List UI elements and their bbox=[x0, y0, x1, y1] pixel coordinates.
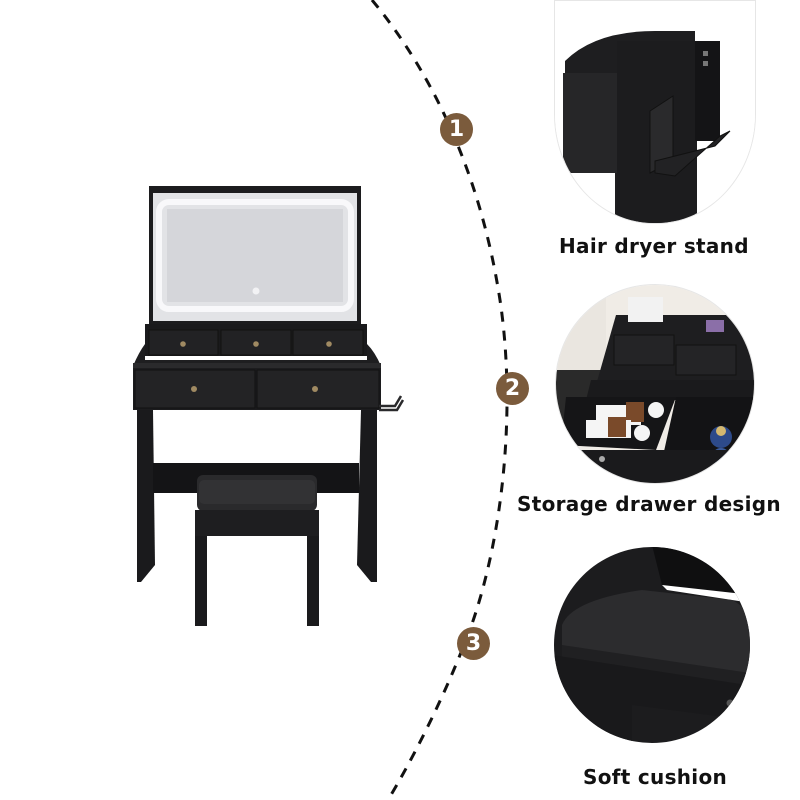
hair-dryer-hook bbox=[379, 395, 405, 412]
hair-dryer-stand-closeup bbox=[554, 0, 756, 224]
feature-caption-2: Storage drawer design bbox=[517, 492, 781, 516]
feature-badge-2: 2 bbox=[496, 372, 529, 405]
feature-caption-3: Soft cushion bbox=[583, 765, 728, 789]
led-ring bbox=[156, 199, 354, 312]
vanity-desk-illustration bbox=[133, 186, 405, 626]
storage-drawer-closeup bbox=[555, 284, 755, 484]
feature-badge-1: 1 bbox=[440, 113, 473, 146]
feature-caption-1: Hair dryer stand bbox=[559, 234, 749, 258]
soft-cushion-closeup bbox=[552, 545, 752, 745]
feature-badge-3: 3 bbox=[457, 627, 490, 660]
touch-button-icon bbox=[252, 287, 260, 295]
